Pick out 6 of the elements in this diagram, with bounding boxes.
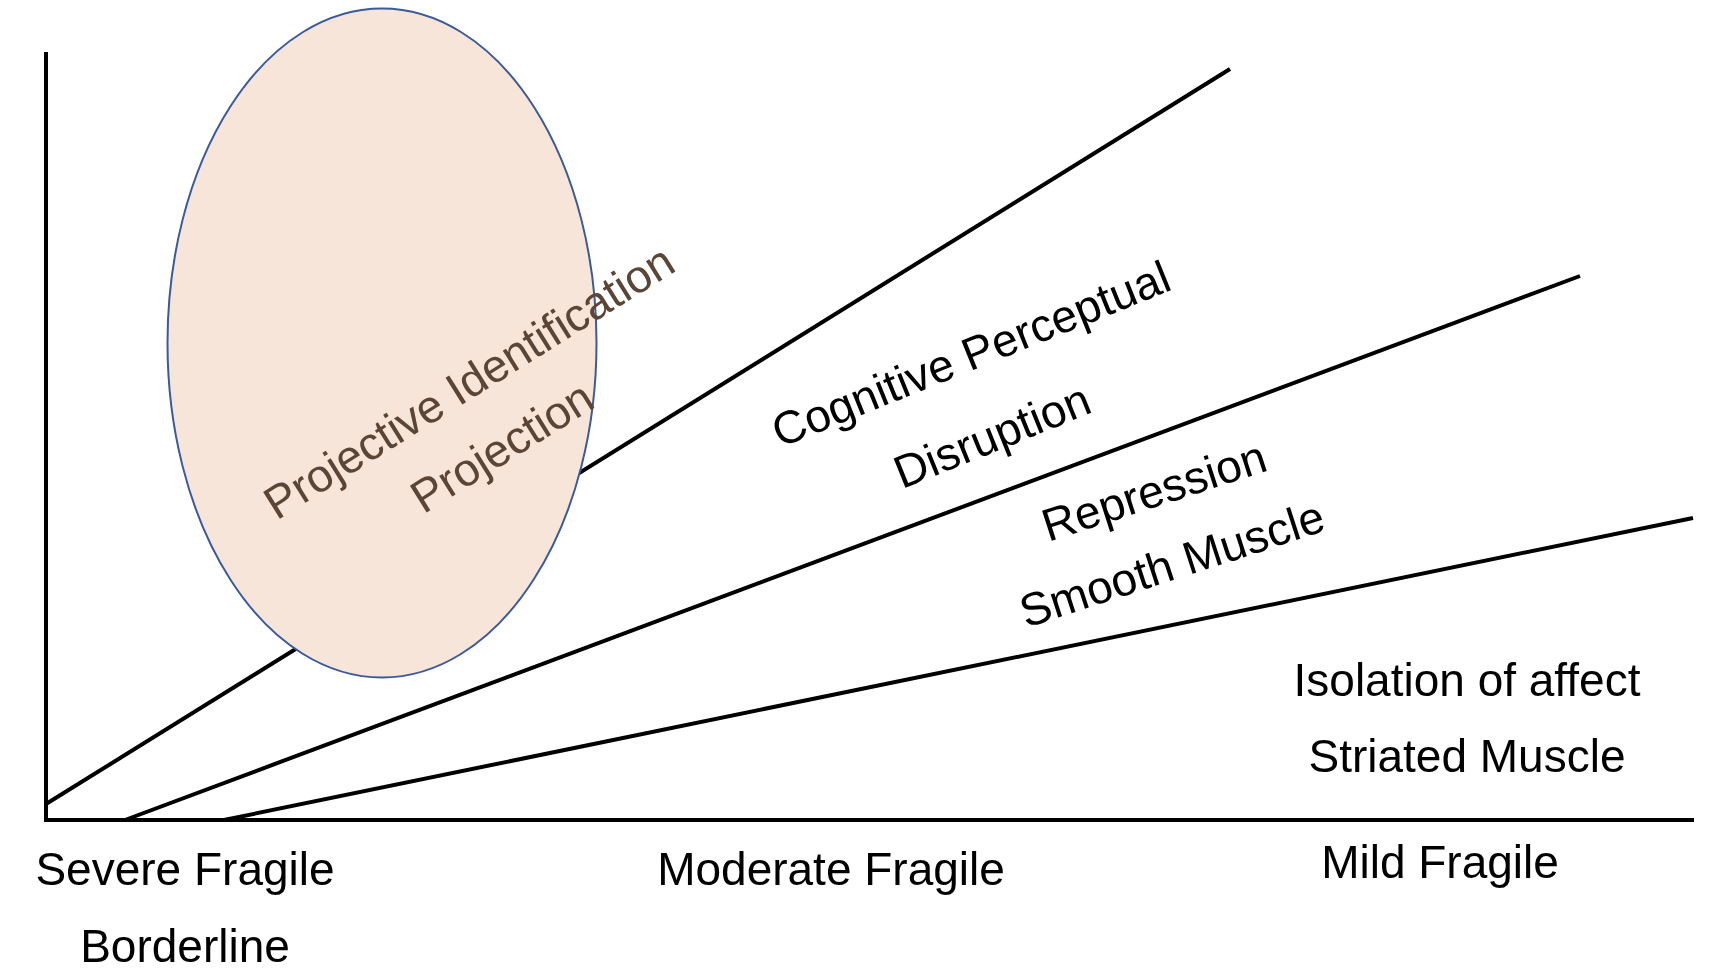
axis-label: Mild Fragile [1321, 836, 1559, 888]
axis-label: Severe Fragile [35, 843, 335, 895]
zone-label: Striated Muscle [1308, 730, 1626, 782]
zone-label: Isolation of affect [1293, 654, 1641, 706]
axis-label: Moderate Fragile [657, 843, 1005, 895]
axis-label: Borderline [80, 920, 290, 972]
